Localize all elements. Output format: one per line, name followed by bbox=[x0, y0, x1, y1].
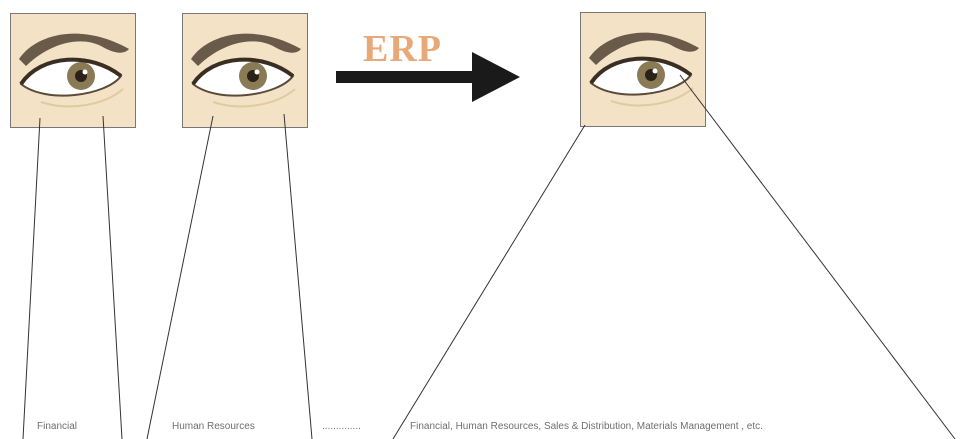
financial-label: Financial bbox=[37, 421, 77, 432]
combined-cone-right-line bbox=[680, 75, 955, 439]
hr-cone-right-line bbox=[284, 114, 312, 439]
erp-arrow-label: ERP bbox=[363, 27, 442, 71]
hr-cone-left-line bbox=[147, 116, 213, 439]
arrow-right-icon-shaft bbox=[336, 71, 474, 83]
combined-modules-label: Financial, Human Resources, Sales & Dist… bbox=[410, 421, 763, 432]
ellipsis-label: .............. bbox=[322, 421, 361, 432]
arrow-right-icon bbox=[472, 52, 520, 102]
human-resources-label: Human Resources bbox=[172, 421, 255, 432]
financial-cone-right-line bbox=[103, 116, 122, 439]
combined-cone-left-line bbox=[393, 125, 585, 439]
financial-cone-left-line bbox=[23, 118, 40, 439]
